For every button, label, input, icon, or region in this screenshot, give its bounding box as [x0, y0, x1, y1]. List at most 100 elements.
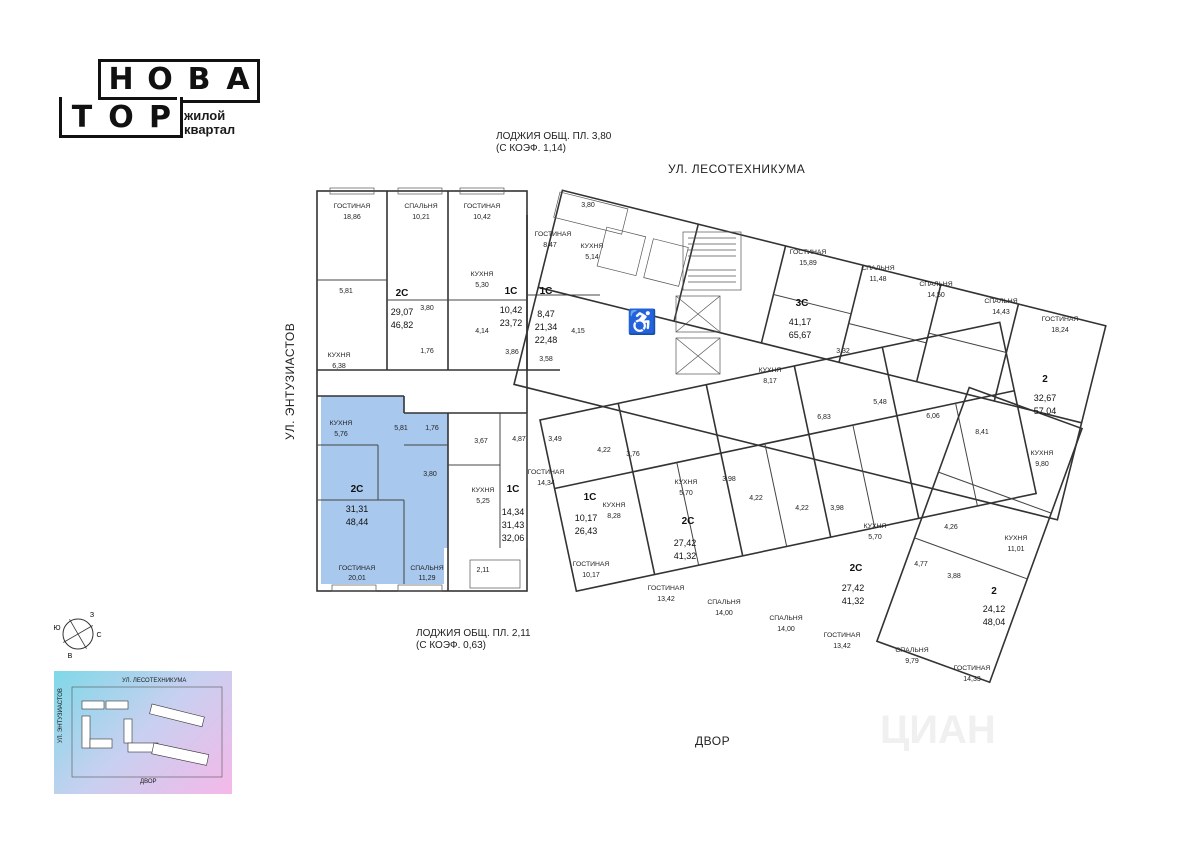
room-area: 8,17	[763, 378, 777, 385]
room-name: ГОСТИНАЯ	[528, 469, 565, 476]
area-value: 4,22	[597, 447, 611, 454]
apartment-total-area: 48,44	[346, 517, 369, 527]
room-area: 8,28	[607, 513, 621, 520]
apartment-living-area: 14,34	[502, 507, 525, 517]
room-name: КУХНЯ	[759, 367, 782, 374]
area-value: 3,80	[420, 305, 434, 312]
room-name: ГОСТИНАЯ	[535, 231, 572, 238]
area-value: 4,14	[475, 328, 489, 335]
room-name: ГОСТИНАЯ	[1042, 316, 1079, 323]
area-value: 3,80	[581, 202, 595, 209]
apartment-type: 1С	[540, 286, 553, 297]
right-block-walls	[513, 189, 1107, 521]
room-area: 5,30	[475, 282, 489, 289]
area-value: 3,86	[505, 349, 519, 356]
apartment-total-area: 41,32	[842, 596, 865, 606]
room-area: 11,01	[1008, 546, 1025, 553]
area-value: 3,88	[947, 573, 961, 580]
room-name: СПАЛЬНЯ	[404, 203, 437, 210]
room-name: ГОСТИНАЯ	[790, 249, 827, 256]
logo-subtitle-line1: жилой	[184, 108, 226, 123]
apartment-living-area: 8,47	[537, 309, 555, 319]
room-area: 5,14	[585, 254, 599, 261]
apartment-living-area: 27,42	[674, 538, 697, 548]
apartment-type: 1С	[584, 492, 597, 503]
room-area: 13,42	[657, 596, 675, 603]
room-name: ГОСТИНАЯ	[824, 632, 861, 639]
apartment-living-area: 29,07	[391, 307, 414, 317]
apartment-total-area-2: 32,06	[502, 533, 525, 543]
watermark: ЦИАН	[880, 708, 996, 752]
logo-letter: А	[226, 62, 250, 97]
room-area: 9,79	[905, 658, 919, 665]
logo-subtitle: жилой квартал	[184, 109, 235, 137]
room-area: 8,47	[543, 242, 557, 249]
apartment-total-area: 23,72	[500, 318, 523, 328]
area-value: 3,58	[539, 356, 553, 363]
room-area: 11,29	[419, 575, 436, 582]
minimap-south: ДВОР	[140, 779, 157, 785]
room-area: 18,86	[343, 214, 361, 221]
room-name: СПАЛЬНЯ	[707, 599, 740, 606]
apartment-living-area: 10,17	[575, 513, 598, 523]
loggia-top-line1: ЛОДЖИЯ ОБЩ. ПЛ. 3,80	[496, 131, 612, 142]
loggia-bottom-line2: (С КОЭФ. 0,63)	[416, 640, 486, 651]
logo-subtitle-line2: квартал	[184, 122, 236, 137]
loggia-bottom-note: ЛОДЖИЯ ОБЩ. ПЛ. 2,11 (С КОЭФ. 0,63)	[416, 628, 531, 652]
loggia-top-note: ЛОДЖИЯ ОБЩ. ПЛ. 3,80 (С КОЭФ. 1,14)	[496, 131, 611, 155]
logo-letter: Т	[71, 100, 93, 135]
apartment-type: 2С	[396, 288, 409, 299]
room-area: 10,42	[473, 214, 491, 221]
compass: З С В Ю	[53, 612, 101, 660]
area-value: 5,81	[339, 288, 353, 295]
room-name: КУХНЯ	[472, 487, 495, 494]
apartment-total-area: 65,67	[789, 330, 812, 340]
compass-s: В	[68, 653, 73, 660]
room-name: ГОСТИНАЯ	[954, 665, 991, 672]
room-area: 14,00	[777, 626, 795, 633]
area-value: 4,87	[512, 436, 526, 443]
area-value: 4,26	[944, 524, 958, 531]
lower-wing-walls	[539, 321, 1038, 593]
room-area: 14,33	[963, 676, 981, 683]
logo-letter: Р	[149, 100, 171, 135]
apartment-type: 2С	[682, 516, 695, 527]
apartment-living-area: 27,42	[842, 583, 865, 593]
room-name: СПАЛЬНЯ	[410, 565, 443, 572]
room-area: 5,76	[334, 431, 348, 438]
apartment-total-area-2: 22,48	[535, 335, 558, 345]
room-name: ГОСТИНАЯ	[648, 585, 685, 592]
apartment-living-area: 31,31	[346, 504, 369, 514]
logo-letter: О	[147, 62, 173, 97]
street-south: ДВОР	[695, 734, 731, 748]
room-name: СПАЛЬНЯ	[769, 615, 802, 622]
highlighted-apartment	[321, 396, 448, 584]
room-area: 11,48	[870, 276, 887, 283]
area-value: 3,32	[836, 348, 850, 355]
room-area: 5,70	[679, 490, 693, 497]
room-name: СПАЛЬНЯ	[861, 265, 894, 272]
room-name: КУХНЯ	[471, 271, 494, 278]
apartment-type: 2	[991, 586, 997, 597]
room-name: КУХНЯ	[1005, 535, 1028, 542]
room-name: ГОСТИНАЯ	[464, 203, 501, 210]
apartment-type: 2	[1042, 374, 1048, 385]
apartment-living-area: 32,67	[1034, 393, 1057, 403]
area-value: 5,81	[394, 425, 408, 432]
service-areas: 5,81 3,80 1,76 4,14 3,86 4,15 3,58 3,80 …	[339, 202, 989, 580]
compass-w: Ю	[53, 625, 60, 632]
elevator-shafts	[675, 295, 721, 375]
minimap-north: УЛ. ЛЕСОТЕХНИКУМА	[122, 678, 187, 684]
room-area: 18,24	[1051, 327, 1069, 334]
apartment-type: 2С	[850, 563, 863, 574]
area-value: 6,06	[926, 413, 940, 420]
apartment-living-area: 41,17	[789, 317, 812, 327]
room-name: КУХНЯ	[675, 479, 698, 486]
apartment-living-area: 24,12	[983, 604, 1006, 614]
street-north: УЛ. ЛЕСОТЕХНИКУМА	[668, 162, 806, 176]
room-name: КУХНЯ	[328, 352, 351, 359]
room-name: СПАЛЬНЯ	[984, 298, 1017, 305]
area-value: 4,15	[571, 328, 585, 335]
room-name: КУХНЯ	[864, 523, 887, 530]
stairwell	[682, 231, 742, 291]
